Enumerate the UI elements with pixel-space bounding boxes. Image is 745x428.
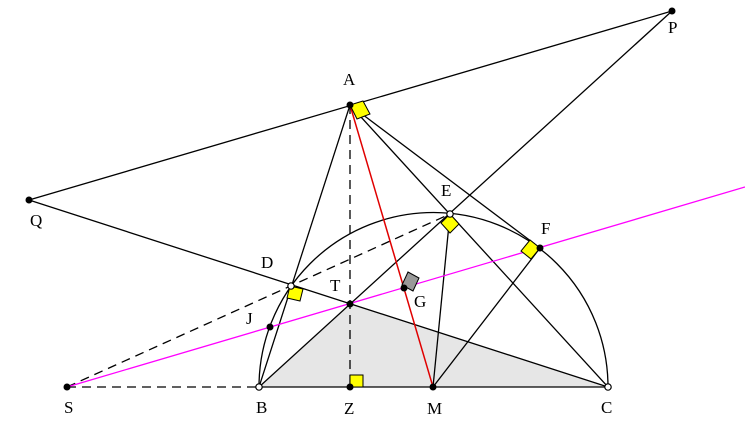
- label-s: S: [64, 398, 73, 417]
- label-g: G: [414, 292, 426, 311]
- point-m: [429, 383, 437, 391]
- point-p: [668, 7, 676, 15]
- line-e-m: [432, 213, 451, 388]
- line-p-b: [258, 10, 673, 388]
- point-t: [346, 300, 354, 308]
- right-angle-marker-f: [520, 239, 541, 260]
- dashed-s-e: [66, 213, 451, 388]
- point-j: [266, 323, 274, 331]
- line-q-c: [28, 199, 609, 388]
- solid-lines: [28, 10, 673, 388]
- point-q: [25, 196, 33, 204]
- label-c: C: [601, 398, 612, 417]
- right-angle-marker-z: [349, 374, 364, 388]
- dashed-lines: [66, 105, 451, 388]
- point-g: [400, 284, 408, 292]
- line-a-b: [258, 104, 351, 388]
- line-f-m: [432, 247, 541, 388]
- label-m: M: [427, 399, 442, 418]
- label-t: T: [330, 276, 341, 295]
- right-angle-marker-a: [349, 100, 371, 120]
- shaded-triangle-btc: [259, 304, 608, 387]
- semicircle-bc: [258, 211, 609, 388]
- label-j: J: [246, 309, 253, 328]
- point-c: [604, 383, 612, 391]
- label-q: Q: [30, 211, 42, 230]
- point-labels: P A Q E F D T G J S B Z M C: [30, 18, 677, 418]
- solid-points: [25, 7, 676, 391]
- label-a: A: [343, 70, 356, 89]
- line-a-c: [349, 104, 609, 388]
- label-d: D: [261, 253, 273, 272]
- right-angle-marker-e: [440, 213, 460, 234]
- point-z: [346, 383, 354, 391]
- point-a: [346, 101, 354, 109]
- label-z: Z: [344, 399, 354, 418]
- point-e: [446, 210, 454, 218]
- label-p: P: [668, 18, 677, 37]
- point-f: [536, 244, 544, 252]
- point-s: [63, 383, 71, 391]
- line-a-f: [349, 104, 541, 249]
- label-e: E: [441, 181, 451, 200]
- label-b: B: [256, 398, 267, 417]
- label-f: F: [541, 219, 550, 238]
- hollow-points: [255, 210, 612, 391]
- point-b: [255, 383, 263, 391]
- right-angle-markers: [286, 100, 541, 388]
- red-line-a-m: [349, 104, 434, 388]
- point-d: [287, 282, 295, 290]
